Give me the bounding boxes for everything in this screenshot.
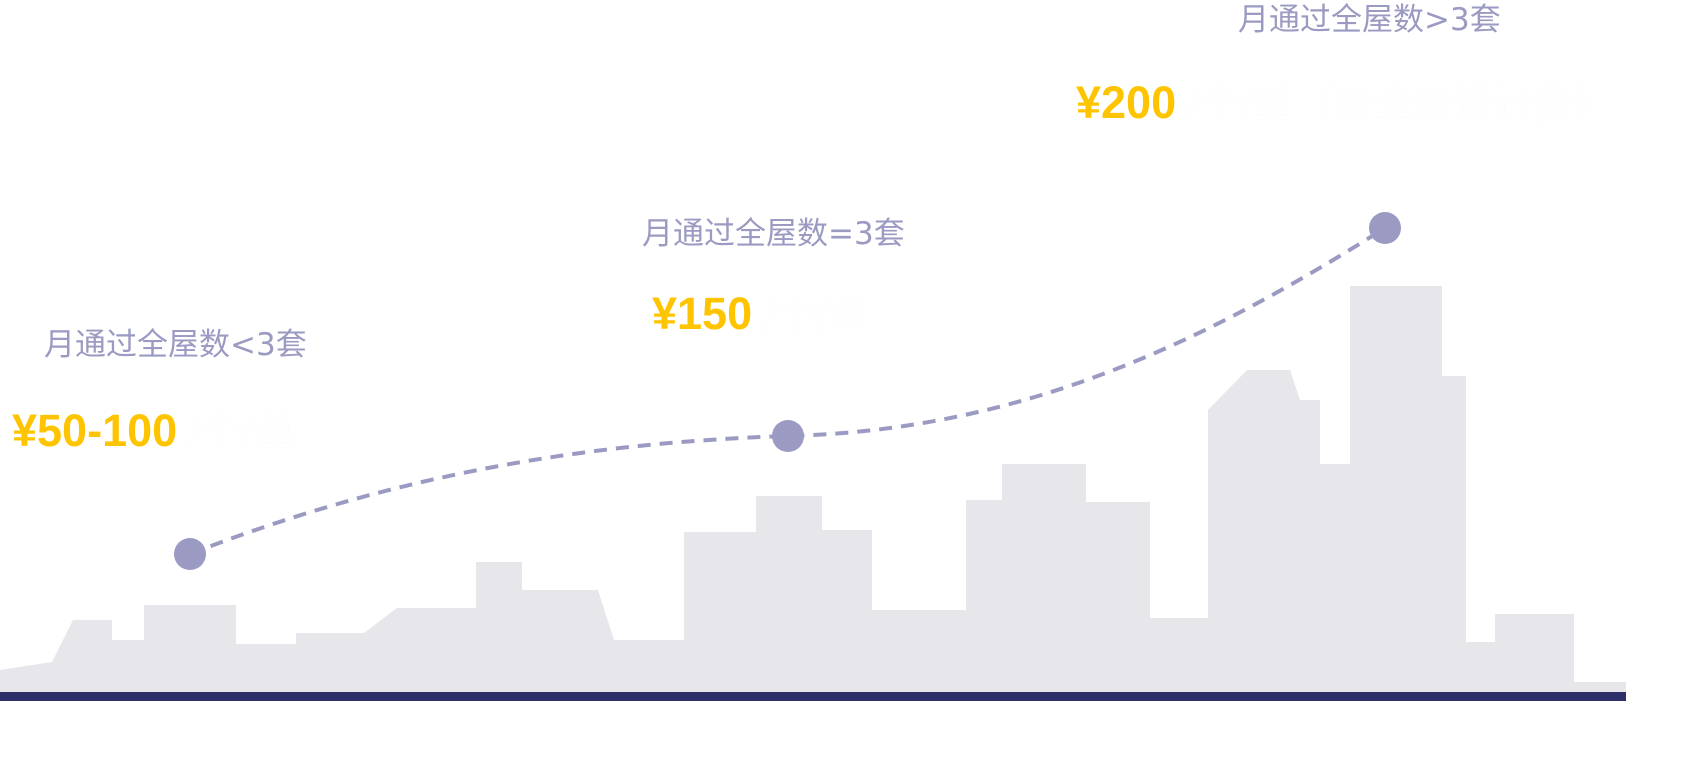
- tier-1-condition: 月通过全屋数<3套: [44, 327, 307, 363]
- tier-3-condition: 月通过全屋数>3套: [1238, 2, 1501, 38]
- tier-3-price: ¥200: [1076, 77, 1177, 128]
- tier-2-marker: [772, 420, 804, 452]
- tier-3-marker: [1369, 212, 1401, 244]
- tier-2-price-row: ¥150 /个/单: [652, 283, 869, 342]
- skyline-silhouette: [0, 286, 1626, 692]
- tier-1-price: ¥50-100: [12, 405, 178, 456]
- baseline-bar: [0, 692, 1626, 701]
- tier-3-price-row: ¥200 /个/单（含全屋设计费）: [1076, 72, 1613, 131]
- tier-2-unit: /个/单: [762, 293, 870, 339]
- tier-2-condition: 月通过全屋数=3套: [642, 216, 905, 252]
- tier-1-price-row: ¥50-100 /个/单: [12, 400, 294, 459]
- tier-3-unit: /个/单（含全屋设计费）: [1186, 82, 1614, 128]
- tier-1-marker: [174, 538, 206, 570]
- tier-1-unit: /个/单: [187, 410, 295, 456]
- tier-2-price: ¥150: [652, 288, 753, 339]
